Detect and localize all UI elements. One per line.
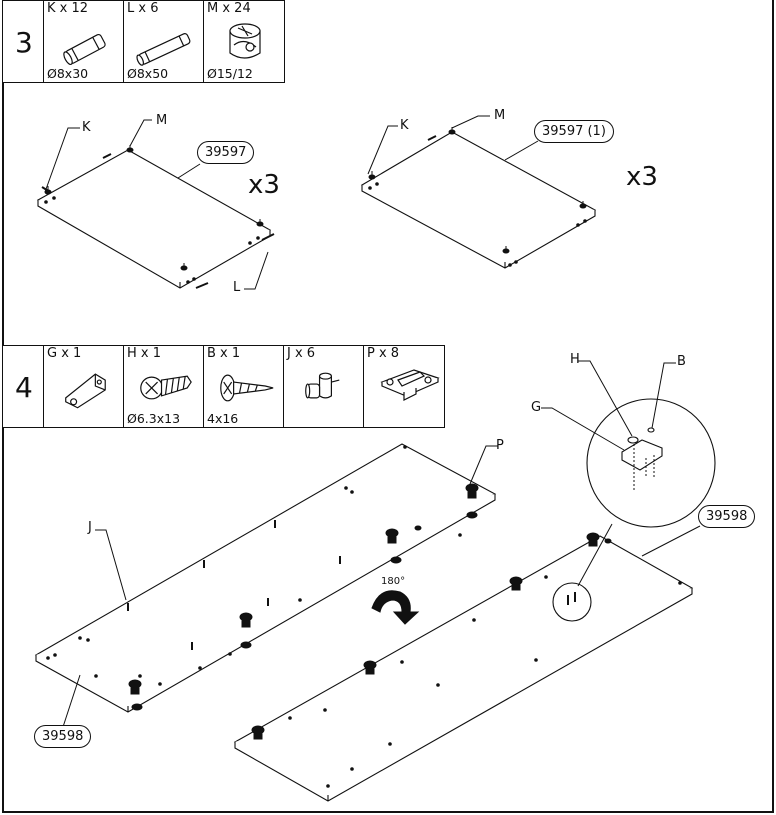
label-k-left: K <box>82 120 91 135</box>
step3-part-l: L x 6 Ø8x50 <box>124 1 204 82</box>
part-code-bubble-left-step4: 39598 <box>34 725 92 748</box>
label-k-right: K <box>400 118 409 133</box>
part-qty: G x 1 <box>47 346 82 361</box>
part-qty: J x 6 <box>287 346 316 361</box>
part-size: 4x16 <box>207 411 239 426</box>
part-qty: H x 1 <box>127 346 162 361</box>
hinge-plate-2 <box>239 612 253 628</box>
label-g: G <box>531 400 542 415</box>
wood-screw-icon <box>220 374 274 402</box>
long-dowel-icon <box>136 33 191 66</box>
step4-part-b: B x 1 4x16 <box>204 346 284 427</box>
bracket-icon <box>65 373 106 409</box>
dowel-icon <box>63 33 106 66</box>
step4-number-cell: 4 <box>3 346 44 427</box>
step4-part-j: J x 6 <box>284 346 364 427</box>
part-size: Ø8x30 <box>47 66 89 81</box>
step3-number-cell: 3 <box>3 1 44 82</box>
multiplier-right: x3 <box>626 162 658 192</box>
part-qty: P x 8 <box>367 346 400 361</box>
hinge-plate-3 <box>385 528 399 544</box>
label-p: P <box>496 438 504 453</box>
step4-number: 4 <box>15 371 33 404</box>
label-m-left: M <box>156 113 168 128</box>
hinge-plate-1 <box>128 679 142 695</box>
hinge-plate-icon <box>380 369 440 401</box>
shelf-support-icon <box>305 372 340 399</box>
step3-part-m: M x 24 Ø15/12 <box>204 1 284 82</box>
screw-icon <box>140 375 192 400</box>
step3-illustration <box>36 115 597 290</box>
label-l-left: L <box>233 280 241 295</box>
step3-parts-table: 3 K x 12 Ø8x30 L x 6 Ø8x50 M x 24 <box>2 0 285 83</box>
part-qty: M x 24 <box>207 1 251 16</box>
part-code-bubble-left: 39597 <box>197 141 255 164</box>
cam-lock-icon <box>229 23 261 59</box>
part-qty: B x 1 <box>207 346 241 361</box>
rotate-arrow-icon <box>371 590 420 625</box>
rotation-label: 180° <box>381 576 406 587</box>
step4-part-h: H x 1 Ø6.3x13 <box>124 346 204 427</box>
step4-illustration <box>34 360 716 802</box>
step4-parts-table: 4 G x 1 H x 1 Ø6.3x13 B x 1 <box>2 345 445 428</box>
part-code-bubble-right-step4: 39598 <box>698 505 756 528</box>
step4-part-p: P x 8 <box>364 346 444 427</box>
label-b: B <box>677 354 686 369</box>
part-qty: L x 6 <box>127 1 159 16</box>
step3-number: 3 <box>15 26 33 59</box>
part-size: Ø15/12 <box>207 66 253 81</box>
label-j: J <box>88 520 92 535</box>
multiplier-left: x3 <box>248 170 280 200</box>
part-qty: K x 12 <box>47 1 89 16</box>
step4-part-g: G x 1 <box>44 346 124 427</box>
detail-bracket <box>621 439 663 471</box>
label-h: H <box>570 352 580 367</box>
part-size: Ø8x50 <box>127 66 169 81</box>
label-m-right: M <box>494 108 506 123</box>
detail-source-circle <box>552 582 592 622</box>
part-size: Ø6.3x13 <box>127 411 181 426</box>
part-code-bubble-right: 39597 (1) <box>534 120 614 143</box>
step3-part-k: K x 12 Ø8x30 <box>44 1 124 82</box>
hinge-plate-4 <box>465 483 479 499</box>
